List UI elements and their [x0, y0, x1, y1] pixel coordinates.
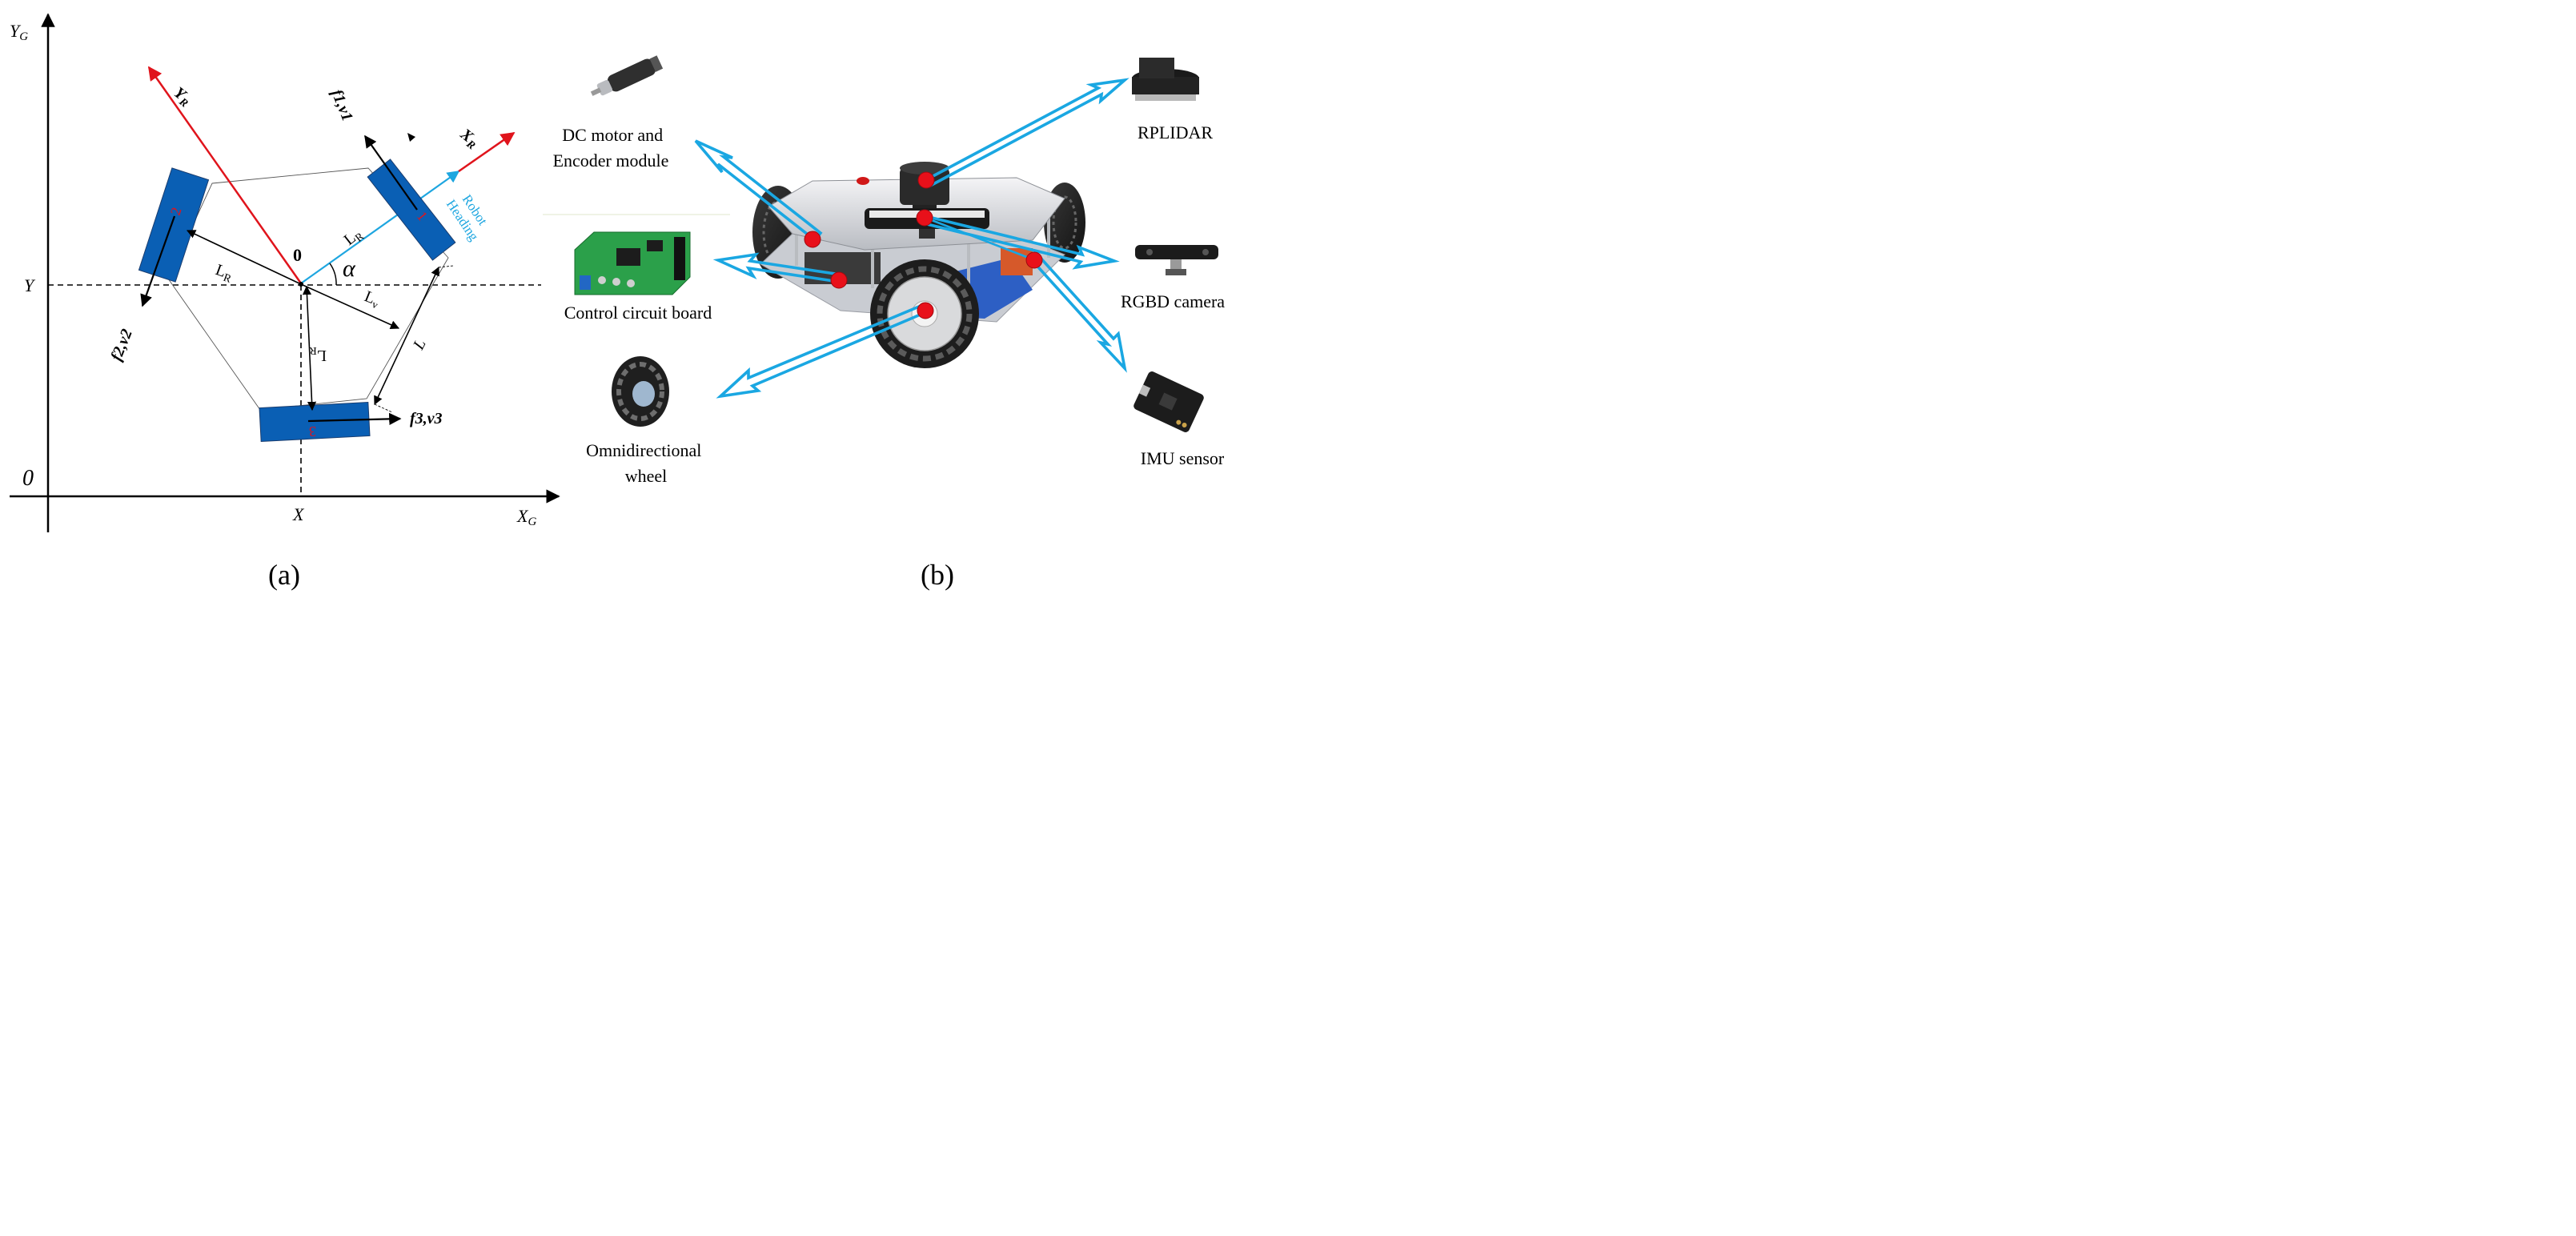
lr-wheel3-label: LR — [309, 344, 327, 364]
side-length-ext-top — [438, 265, 454, 268]
robot-heading-axis — [300, 171, 460, 284]
callout-arrows — [694, 78, 1130, 399]
imu-sensor-icon — [1134, 371, 1204, 432]
component-markers — [804, 171, 1043, 319]
f2-arrow — [140, 215, 176, 307]
callout-arrow-rplidar — [925, 78, 1130, 188]
lv-arrow — [300, 283, 400, 329]
wheel-2: 2 — [138, 167, 210, 283]
label-control-board: Control circuit board — [564, 303, 712, 323]
alpha-label: α — [343, 255, 356, 282]
callout-arrow-omni-wheel — [716, 304, 925, 399]
panel-a-caption: (a) — [268, 559, 300, 591]
origin-label: 0 — [22, 466, 34, 491]
side-length-arrow — [374, 266, 439, 406]
x-marker-label: X — [292, 504, 305, 524]
callout-arrow-control-board — [712, 252, 843, 284]
label-rgbd-camera: RGBD camera — [1121, 291, 1225, 311]
side-length-ext-bottom — [374, 403, 393, 413]
alpha-arc — [329, 263, 337, 286]
xr-axis-label: XR — [455, 125, 482, 152]
estop-button — [857, 177, 869, 185]
robot-center-label: 0 — [293, 245, 302, 265]
small-marker — [407, 133, 415, 142]
robot-heading-label: Robot Heading — [443, 188, 496, 244]
y-marker-label: Y — [24, 275, 36, 295]
panel-b-robot-photo: DC motor and Encoder module Control circ… — [543, 55, 1225, 591]
label-omni-wheel: Omnidirectional wheel — [586, 440, 706, 486]
label-imu-sensor: IMU sensor — [1141, 448, 1225, 468]
panel-a-kinematic-diagram: YG XG 0 Y X YR XR Robot Heading α 0 — [10, 13, 560, 591]
marker-imu — [1025, 251, 1043, 269]
rplidar-icon — [1132, 58, 1199, 101]
f1v1-label: f1,v1 — [327, 87, 356, 124]
marker-dc-motor — [804, 231, 821, 248]
marker-rplidar — [917, 171, 935, 189]
xg-axis-label: XG — [516, 506, 536, 528]
f3v3-label: f3,v3 — [410, 410, 443, 427]
lr-wheel2-arrow — [186, 230, 302, 285]
f1-arrow — [364, 134, 418, 211]
label-dc-motor: DC motor and Encoder module — [553, 125, 669, 171]
control-board-icon — [574, 231, 691, 295]
lr-wheel1-label: LR — [341, 224, 367, 251]
lr-wheel2-label: LR — [212, 261, 235, 286]
rgbd-camera-icon — [1135, 245, 1218, 275]
wheel-1: 1 — [367, 159, 456, 261]
callout-arrow-camera-link — [925, 216, 1029, 259]
figure-canvas: YG XG 0 Y X YR XR Robot Heading α 0 — [10, 13, 1225, 591]
label-rplidar: RPLIDAR — [1138, 122, 1213, 142]
yg-axis-label: YG — [10, 21, 28, 43]
panel-b-caption: (b) — [921, 559, 954, 591]
marker-omni-wheel — [917, 302, 934, 319]
callout-arrow-rgbd-camera — [921, 214, 1120, 270]
f2v2-label: f2,v2 — [107, 327, 136, 363]
yr-axis-label: YR — [169, 84, 195, 110]
side-length-label: L — [410, 336, 430, 353]
omni-wheel-icon — [612, 356, 669, 427]
callout-arrow-dc-motor — [694, 139, 823, 243]
callout-arrow-imu — [1030, 253, 1127, 373]
lv-label: Lv — [361, 287, 383, 311]
wheel-3: 3 — [259, 401, 371, 443]
f3-arrow — [307, 412, 402, 426]
lr-wheel3-arrow — [302, 285, 317, 411]
dc-motor-icon — [590, 55, 664, 96]
wheel-3-number: 3 — [309, 423, 316, 439]
marker-rgbd-camera — [916, 209, 933, 227]
marker-control-board — [830, 271, 848, 289]
yr-axis — [147, 66, 303, 284]
xr-axis-extension — [458, 131, 516, 173]
